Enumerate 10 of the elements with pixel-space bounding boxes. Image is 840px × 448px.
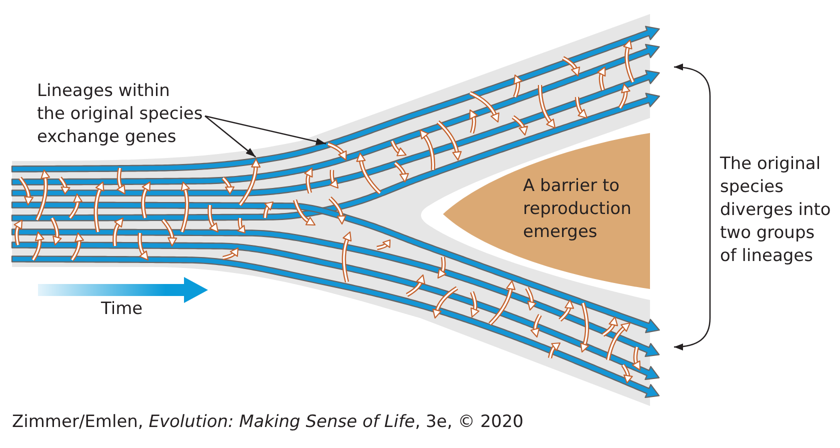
leader-arrow: [204, 115, 326, 145]
annotation-text: Lineages within the original species exchange genes: [37, 80, 203, 149]
shape-label: A barrier to reproduction emerges: [523, 175, 632, 244]
barrier-region: [443, 133, 650, 289]
annotation-text: The original species diverges into two groups of lineages: [720, 153, 832, 268]
time-label: Time: [101, 298, 144, 321]
gene-flow-arrow: [238, 158, 261, 206]
leader-arrow: [204, 116, 256, 158]
caption: Zimmer/Emlen, Evolution: Making Sense of Life, 3e, © 2020: [12, 411, 524, 434]
gene-flow-arrow: [327, 142, 347, 161]
